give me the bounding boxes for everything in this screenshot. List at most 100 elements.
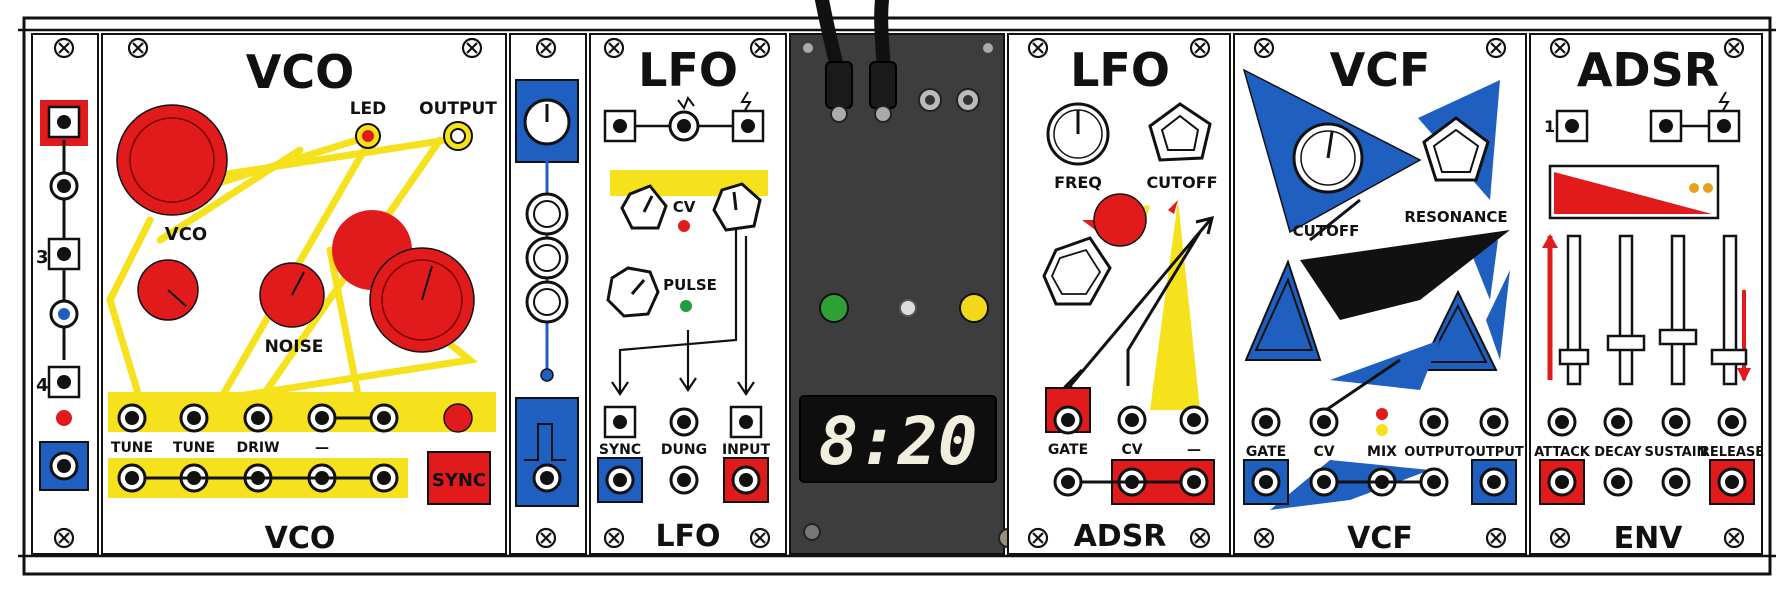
jack-icon[interactable] xyxy=(1309,467,1339,497)
module-left-strip: 3 4 xyxy=(31,33,99,555)
module-vco: VCO VCO LED OUTPUT NOISE xyxy=(101,33,507,556)
jack-icon[interactable] xyxy=(1661,467,1691,497)
led-icon xyxy=(1376,408,1388,420)
jack-icon[interactable] xyxy=(525,192,569,236)
jack-icon[interactable] xyxy=(49,451,79,481)
lfo-a-footer: LFO xyxy=(655,519,720,554)
lfo-b-cutoff-label: CUTOFF xyxy=(1146,173,1217,192)
jack-icon[interactable] xyxy=(117,463,147,493)
led-icon xyxy=(680,300,692,312)
vco-knob-label: VCO xyxy=(165,224,207,245)
slider-icon[interactable] xyxy=(1710,234,1748,386)
jack-icon[interactable] xyxy=(1053,405,1083,435)
jack-icon[interactable] xyxy=(1117,405,1147,435)
vcf-resonance-label: RESONANCE xyxy=(1404,208,1507,226)
vco-main-knob[interactable] xyxy=(116,104,228,216)
adsr-jack-label-1: DECAY xyxy=(1594,445,1642,460)
jack-icon[interactable] xyxy=(47,237,81,271)
vco-noise-label: NOISE xyxy=(265,337,324,357)
jack-icon[interactable] xyxy=(243,403,273,433)
slider-icon[interactable] xyxy=(1606,234,1646,386)
knob-icon[interactable] xyxy=(620,184,668,230)
knob-icon[interactable] xyxy=(1093,193,1147,247)
jack-icon[interactable] xyxy=(58,308,70,320)
screw-icon xyxy=(603,527,625,549)
vcf-title: VCF xyxy=(1330,43,1431,97)
jack-icon[interactable] xyxy=(179,403,209,433)
lfo-b-jack-label-0: GATE xyxy=(1048,442,1088,458)
knob-icon[interactable] xyxy=(1042,236,1112,306)
jack-icon[interactable] xyxy=(1251,467,1281,497)
module-blue-strip xyxy=(509,33,587,555)
screw-icon xyxy=(1485,37,1507,59)
led-icon xyxy=(1376,424,1388,436)
jack-icon[interactable] xyxy=(1717,407,1747,437)
jack-icon[interactable] xyxy=(525,236,569,280)
jack-icon[interactable] xyxy=(1179,467,1209,497)
jack-icon[interactable] xyxy=(1707,109,1741,143)
jack-icon[interactable] xyxy=(1053,467,1083,497)
jack-icon[interactable] xyxy=(117,403,147,433)
sync-button[interactable] xyxy=(427,451,491,505)
jack-icon[interactable] xyxy=(1717,467,1747,497)
jack-icon[interactable] xyxy=(47,365,81,399)
jack-icon[interactable] xyxy=(532,463,562,493)
module-adsr: ADSR 1 xyxy=(1529,33,1764,556)
wave-icon xyxy=(677,95,695,111)
jack-icon[interactable] xyxy=(307,403,337,433)
jack-icon[interactable] xyxy=(1479,407,1509,437)
jack-icon[interactable] xyxy=(450,128,466,144)
slider-icon[interactable] xyxy=(1558,234,1590,386)
green-button[interactable] xyxy=(819,293,849,323)
yellow-button[interactable] xyxy=(959,293,989,323)
slider-icon[interactable] xyxy=(1658,234,1698,386)
jack-icon[interactable] xyxy=(1419,407,1449,437)
vco-jack-label-0: TUNE xyxy=(111,440,153,456)
seven-segment-display xyxy=(799,395,997,483)
strip-label-3: 3 xyxy=(36,247,49,268)
vcf-jack-label-1: CV xyxy=(1313,444,1334,460)
vcf-jack-label-4: OUTPUT xyxy=(1464,445,1524,460)
jack-icon[interactable] xyxy=(1555,109,1589,143)
jack-icon[interactable] xyxy=(49,171,79,201)
small-button[interactable] xyxy=(899,299,917,317)
jack-icon[interactable] xyxy=(1603,407,1633,437)
screw-icon xyxy=(1549,527,1571,549)
jack-icon[interactable] xyxy=(669,465,699,495)
screw-icon xyxy=(53,527,75,549)
jack-icon[interactable] xyxy=(669,407,699,437)
jack-icon[interactable] xyxy=(47,105,81,139)
jack-icon[interactable] xyxy=(1479,467,1509,497)
vco-output-label: OUTPUT xyxy=(419,99,497,119)
screw-icon xyxy=(461,37,483,59)
jack-icon[interactable] xyxy=(369,463,399,493)
adsr-title: ADSR xyxy=(1577,43,1719,97)
jack-icon[interactable] xyxy=(1309,407,1339,437)
jack-icon[interactable] xyxy=(1603,467,1633,497)
jack-icon[interactable] xyxy=(369,403,399,433)
jack-icon[interactable] xyxy=(603,405,637,439)
adsr-jack-label-0: ATTACK xyxy=(1534,445,1591,460)
jack-icon[interactable] xyxy=(1649,109,1683,143)
strip-label-4: 4 xyxy=(36,375,49,396)
jack-icon[interactable] xyxy=(1179,405,1209,435)
jack-icon[interactable] xyxy=(731,109,765,143)
jack-icon[interactable] xyxy=(677,119,691,133)
jack-icon[interactable] xyxy=(1547,467,1577,497)
lfo-b-freq-label: FREQ xyxy=(1054,173,1102,192)
patch-cable xyxy=(874,0,891,77)
jack-icon[interactable] xyxy=(731,465,761,495)
jack-icon[interactable] xyxy=(603,109,637,143)
jack-icon[interactable] xyxy=(1419,467,1449,497)
adsr-jack-label-3: RELEASE xyxy=(1700,445,1764,460)
jack-icon[interactable] xyxy=(1547,407,1577,437)
jack-icon[interactable] xyxy=(729,405,763,439)
jack-icon[interactable] xyxy=(1661,407,1691,437)
adsr-jack-1-label: 1 xyxy=(1544,117,1555,136)
jack-icon[interactable] xyxy=(1251,407,1281,437)
jack-icon[interactable] xyxy=(525,280,569,324)
led-icon xyxy=(362,130,374,142)
jack-icon[interactable] xyxy=(605,465,635,495)
vcf-jack-label-0: GATE xyxy=(1246,444,1286,460)
module-display-panel: 8:20 xyxy=(789,0,1018,555)
